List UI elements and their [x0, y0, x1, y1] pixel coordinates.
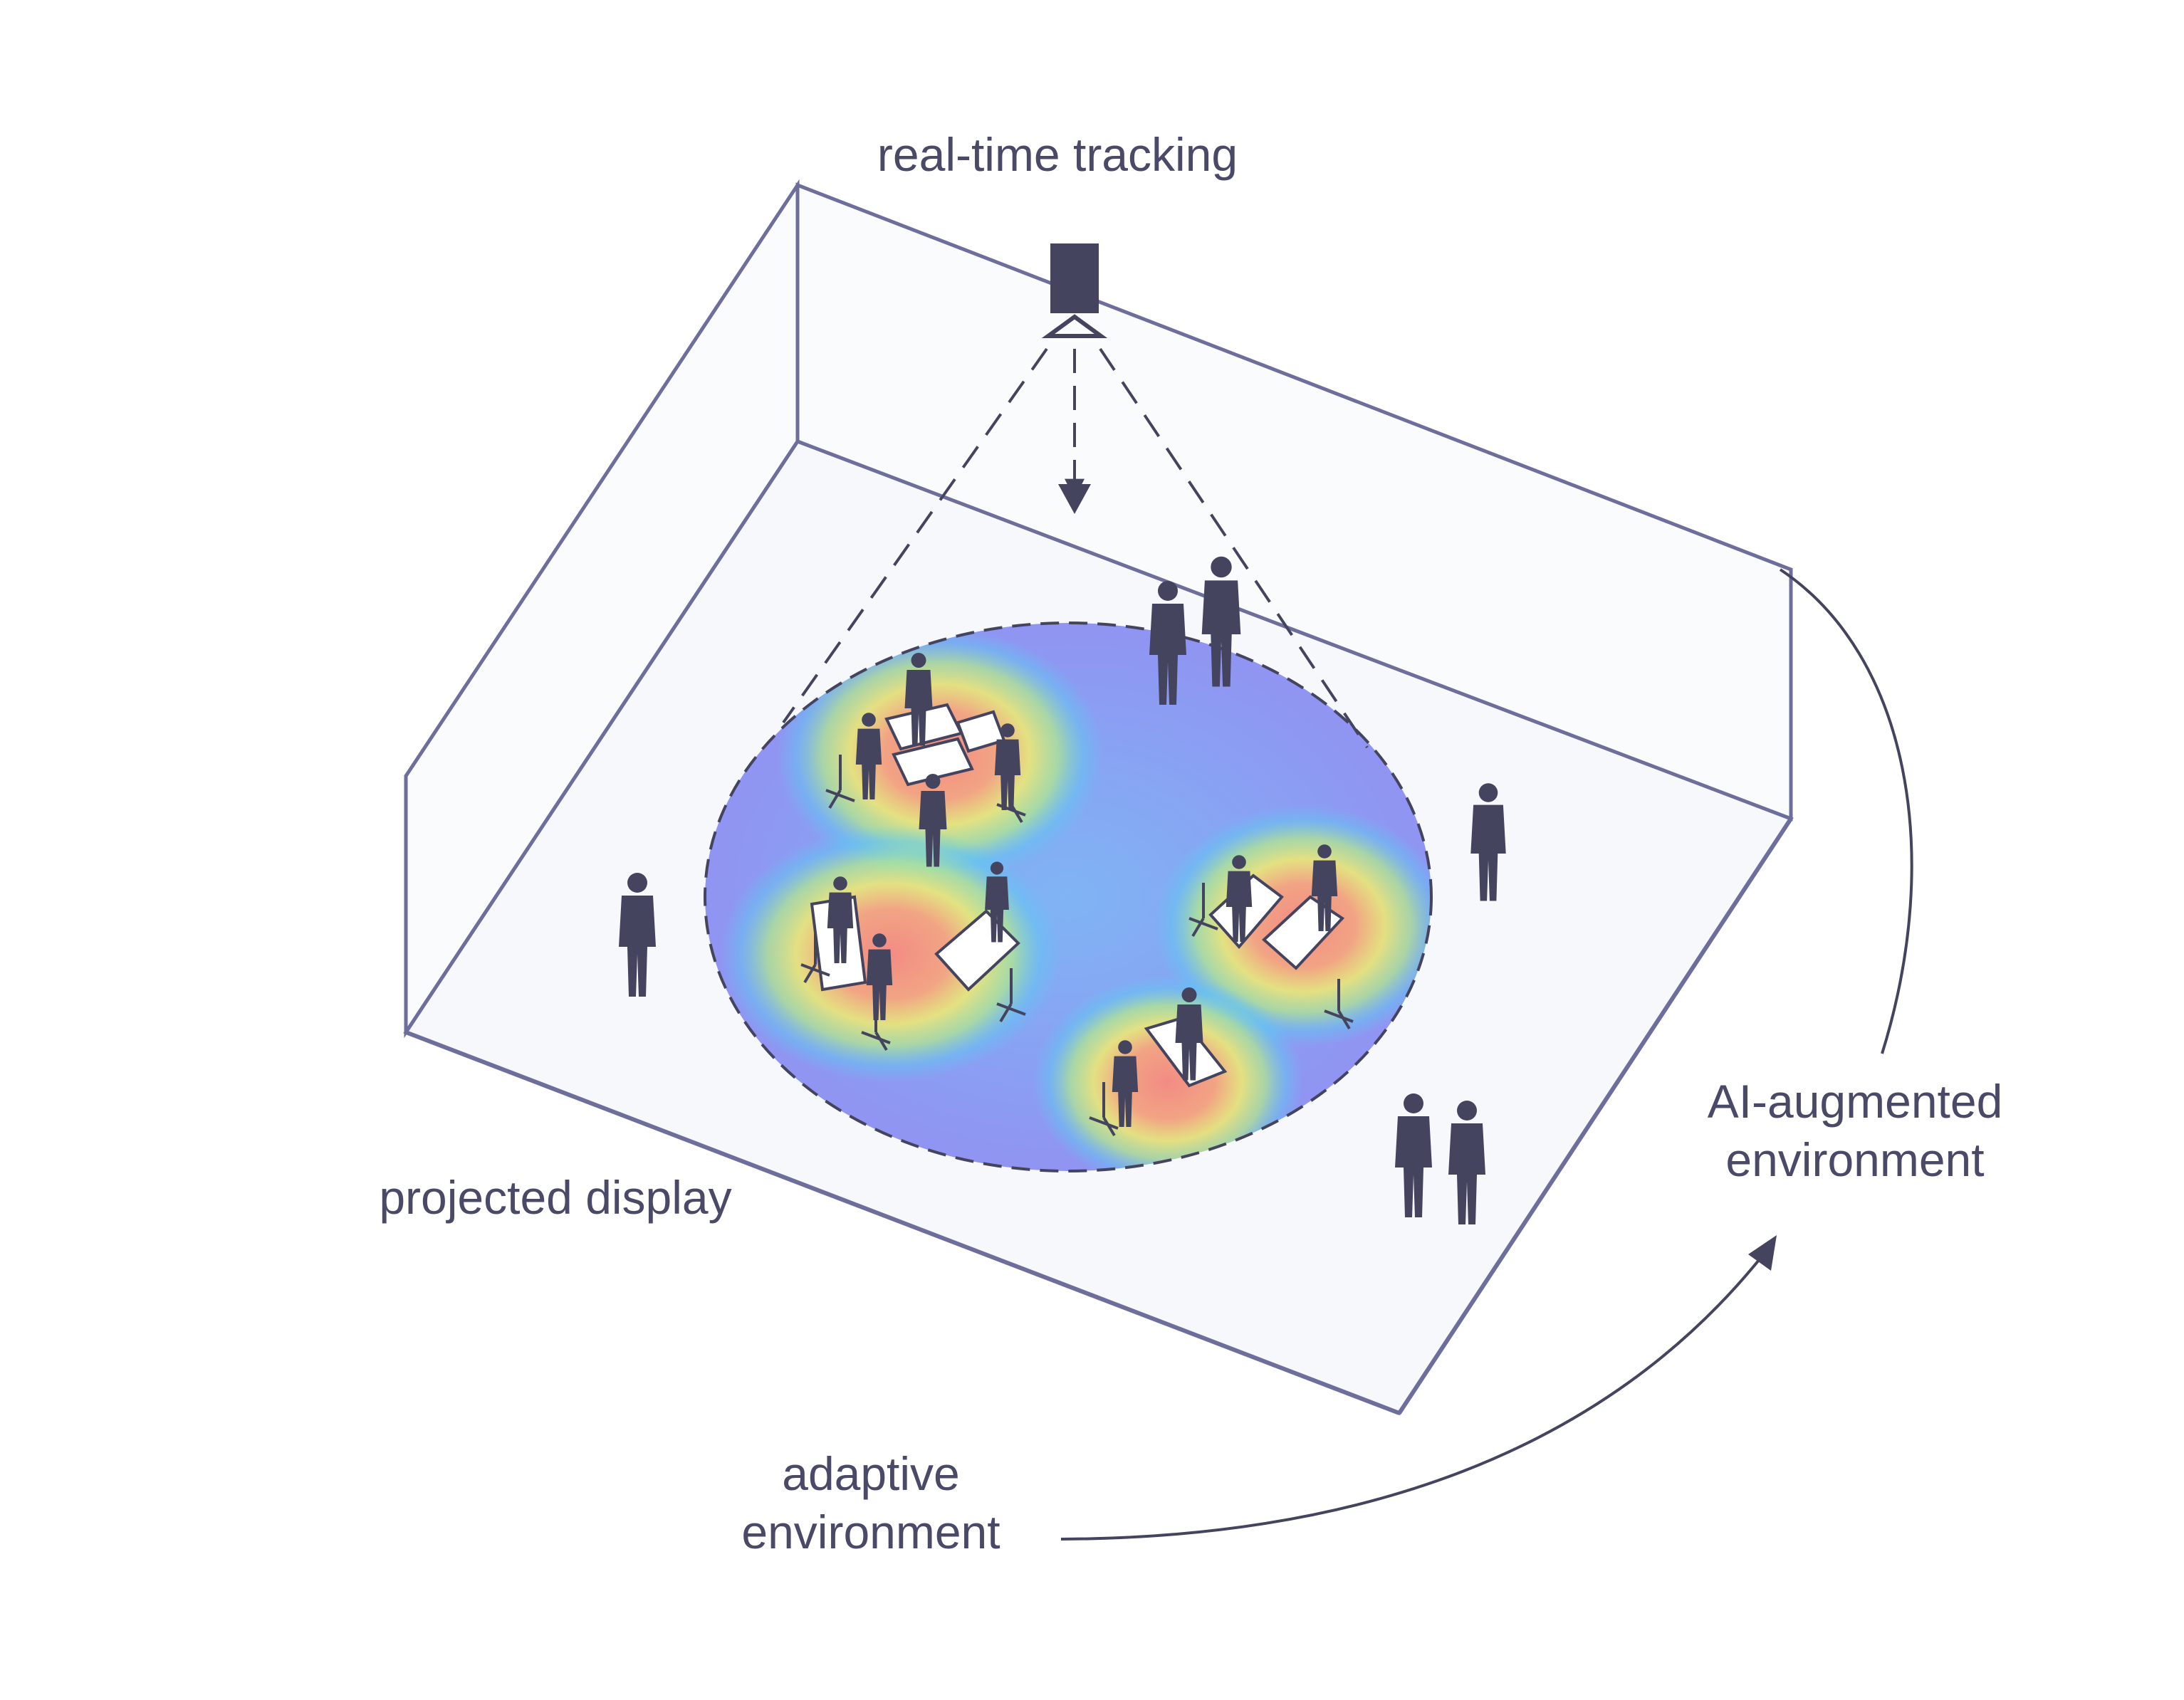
person-silhouette-icon	[619, 873, 656, 997]
label-projected-display: projected display	[379, 1171, 731, 1224]
office-chair-icon	[996, 968, 1026, 1023]
disc-outline	[704, 621, 1433, 1172]
person-silhouette-icon	[827, 876, 854, 963]
person-silhouette-icon	[1112, 1040, 1139, 1127]
camera-lens	[1041, 314, 1108, 338]
person-silhouette-icon	[1448, 1101, 1485, 1224]
projection-cone-line	[1099, 347, 1369, 749]
label-real-time-tracking: real-time tracking	[877, 128, 1238, 181]
down-arrow-icon	[1058, 484, 1091, 514]
person-silhouette-icon	[1226, 855, 1253, 942]
person-silhouette-icon	[1395, 1093, 1432, 1217]
person-silhouette-icon	[1311, 844, 1338, 931]
office-chair-icon	[1324, 979, 1354, 1030]
arrow-adaptive-to-ai	[1060, 1259, 1760, 1541]
office-chair-icon	[825, 755, 855, 809]
person-silhouette-icon	[1201, 556, 1241, 687]
ceiling-camera-icon	[1050, 243, 1099, 313]
person-silhouette-icon	[985, 861, 1009, 943]
arrow-head-icon	[1748, 1235, 1777, 1271]
office-chair-icon	[800, 933, 830, 984]
person-silhouette-icon	[919, 774, 947, 867]
ceiling-camera	[1041, 243, 1108, 338]
person-silhouette-icon	[904, 653, 933, 746]
labels: real-time tracking projected display ada…	[379, 128, 2002, 1558]
person-silhouette-icon	[1149, 581, 1186, 705]
room-edge	[404, 1030, 1401, 1415]
room-edge	[1397, 817, 1793, 1415]
office-chair-icon	[1089, 1082, 1119, 1137]
label-adaptive-line1: adaptive	[782, 1447, 960, 1500]
label-ai-line1: AI-augmented	[1708, 1075, 2003, 1128]
person-silhouette-icon	[1470, 783, 1506, 901]
projection-cone-line	[782, 347, 1048, 724]
projection-lines	[782, 347, 1369, 749]
flow-arrows	[1060, 568, 1913, 1541]
desk-icon	[892, 737, 974, 787]
person-silhouette-icon	[866, 933, 893, 1020]
arrow-ai-to-room	[1779, 568, 1913, 1054]
office-chair-icon	[1188, 883, 1218, 938]
label-ai-line2: environment	[1725, 1133, 1984, 1186]
person-silhouette-icon	[994, 723, 1021, 810]
label-adaptive-line2: environment	[741, 1506, 1000, 1558]
heat-hotspot	[1033, 975, 1303, 1171]
person-silhouette-icon	[1175, 987, 1203, 1081]
person-silhouette-icon	[855, 713, 882, 799]
projected-heatmap-disc	[704, 621, 1433, 1172]
people	[619, 556, 1506, 1224]
